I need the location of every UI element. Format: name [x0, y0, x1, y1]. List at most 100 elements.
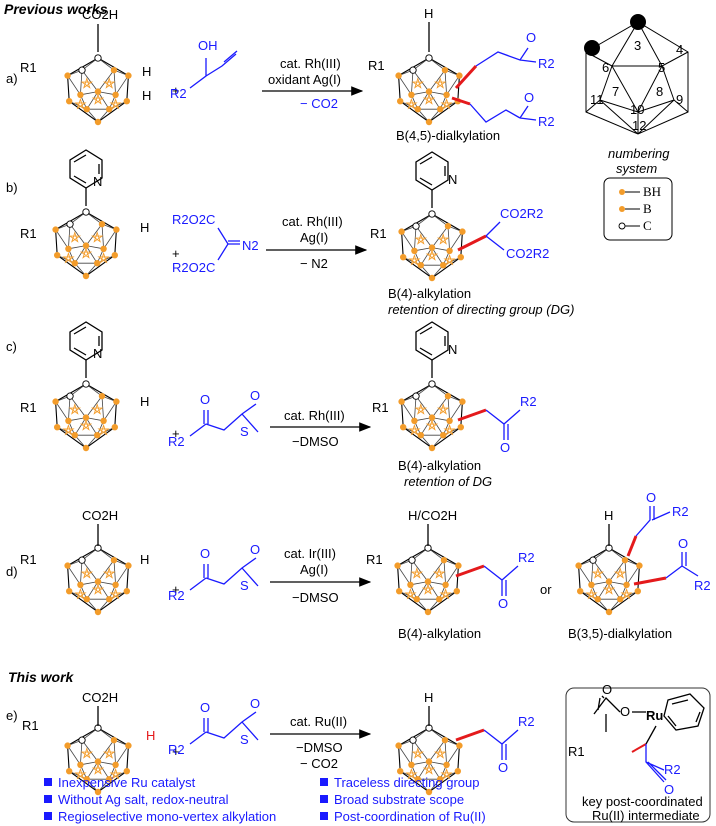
- d-reactant-r1: R1: [20, 552, 37, 567]
- e-cond-1: cat. Ru(II): [290, 714, 347, 729]
- d-product1-o: O: [498, 596, 508, 611]
- numbering-label-8: 8: [656, 84, 663, 99]
- d-product2-o2: O: [678, 536, 688, 551]
- b-cond-1: cat. Rh(III): [282, 214, 343, 229]
- b-reagent-bottom: R2O2C: [172, 260, 215, 275]
- e-reagent-so: O: [250, 696, 260, 711]
- a-reactant-h1: H: [142, 64, 151, 79]
- e-cond-below-2: − CO2: [300, 756, 338, 771]
- numbering-label-12: 12: [632, 118, 646, 133]
- intermediate-b-c: [631, 743, 647, 753]
- numbering-label-6: 6: [602, 60, 609, 75]
- intermediate-ru: Ru: [646, 708, 663, 723]
- d-or: or: [540, 582, 552, 597]
- c-plus: +: [172, 426, 180, 441]
- d-product1-r2: R2: [518, 550, 535, 565]
- feature-1: Inexpensive Ru catalyst: [58, 775, 196, 790]
- a-product-o2: O: [524, 90, 534, 105]
- e-product-chain: [483, 729, 519, 760]
- a-product-chains: [469, 47, 537, 123]
- e-product-r2: R2: [518, 714, 535, 729]
- numbering-label-1: 1: [634, 14, 641, 29]
- a-product-label: B(4,5)-dialkylation: [396, 128, 500, 143]
- numbering-label-7: 7: [612, 84, 619, 99]
- d-reagent-skeleton: [189, 557, 259, 591]
- numbering-caption-1: numbering: [608, 146, 670, 161]
- e-reagent-o: O: [200, 700, 210, 715]
- d-cond-1: cat. Ir(III): [284, 546, 336, 561]
- a-reagent-oh: OH: [198, 38, 218, 53]
- b-reactant-h: H: [140, 220, 149, 235]
- c-reagent-s: S: [240, 424, 249, 439]
- a-cond-2: oxidant Ag(I): [268, 72, 341, 87]
- c-reagent-o: O: [200, 392, 210, 407]
- c-product-sublabel: retention of DG: [404, 474, 492, 489]
- numbering-legend-box: [603, 177, 673, 241]
- legend-c: C: [643, 218, 652, 233]
- d-reactant-h: H: [140, 552, 149, 567]
- c-reactant-n: N: [93, 346, 102, 361]
- b-new-bond: [457, 234, 487, 252]
- a-plus: +: [172, 83, 180, 98]
- a-reagent-r2: R2: [170, 86, 187, 101]
- c-new-bond: [457, 408, 487, 422]
- legend-b: B: [643, 201, 652, 216]
- intermediate-o3: O: [664, 782, 674, 797]
- d-product1-cage: [394, 544, 462, 616]
- e-plus: +: [172, 744, 180, 759]
- b-reactant-cage: [52, 208, 120, 280]
- c-product-pyridine: [415, 321, 449, 361]
- b-product-label: B(4)-alkylation: [388, 286, 471, 301]
- b-reagent-n2: N2: [242, 238, 259, 253]
- numbering-label-3: 3: [634, 38, 641, 53]
- a-product-h: H: [424, 6, 433, 21]
- c-product-n: N: [448, 342, 457, 357]
- b-reactant-r1: R1: [20, 226, 37, 241]
- intermediate-carboxylate: [593, 695, 621, 715]
- row-label-e: e): [6, 708, 18, 723]
- b-product-branches: [485, 221, 505, 251]
- d-product1-r1: R1: [366, 552, 383, 567]
- intermediate-caption-1: key post-coordinated: [582, 794, 703, 809]
- c-product-chain: [485, 409, 521, 440]
- c-reagent-so: O: [250, 388, 260, 403]
- a-product-r2-1: R2: [538, 56, 555, 71]
- numbering-label-5: 5: [658, 60, 665, 75]
- row-label-c: c): [6, 339, 17, 354]
- d-product1-chain: [483, 565, 519, 596]
- e-reactant-co2h: CO2H: [82, 690, 118, 705]
- d-product2-chains: [635, 506, 699, 579]
- c-product-r1: R1: [372, 400, 389, 415]
- a-reactant-r1: R1: [20, 60, 37, 75]
- e-cond-below-1: −DMSO: [296, 740, 343, 755]
- d-product1-label: B(4)-alkylation: [398, 626, 481, 641]
- e-product-cage: [395, 724, 463, 796]
- b-reagent-top: R2O2C: [172, 212, 215, 227]
- a-product-cage: [395, 54, 463, 126]
- b-product-sublabel: retention of directing group (DG): [388, 302, 574, 317]
- d-product2-r2-2: R2: [694, 578, 711, 593]
- d-cond-2: Ag(I): [300, 562, 328, 577]
- intermediate-o2: O: [620, 704, 630, 719]
- features-list: [44, 778, 328, 820]
- feature-2: Without Ag salt, redox-neutral: [58, 792, 229, 807]
- d-reactant-cage: [64, 544, 132, 616]
- c-product-r2: R2: [520, 394, 537, 409]
- intermediate-o1: O: [602, 682, 612, 697]
- c-reactant-r1: R1: [20, 400, 37, 415]
- d-reagent-o: O: [200, 546, 210, 561]
- intermediate-r1: R1: [568, 744, 585, 759]
- b-product-pyridine: [415, 151, 449, 191]
- a-new-bond-2: [451, 96, 471, 106]
- b-cond-below: − N2: [300, 256, 328, 271]
- b-cond-2: Ag(I): [300, 230, 328, 245]
- c-reagent-skeleton: [189, 403, 259, 437]
- numbering-label-4: 4: [676, 42, 683, 57]
- c-reactant-cage: [52, 380, 120, 452]
- feature-4: Traceless directing group: [334, 775, 479, 790]
- feature-3: Regioselective mono-vertex alkylation: [58, 809, 276, 824]
- d-product2-label: B(3,5)-dialkylation: [568, 626, 672, 641]
- e-reactant-h: H: [146, 728, 155, 743]
- a-reactant-co2h: CO2H: [82, 7, 118, 22]
